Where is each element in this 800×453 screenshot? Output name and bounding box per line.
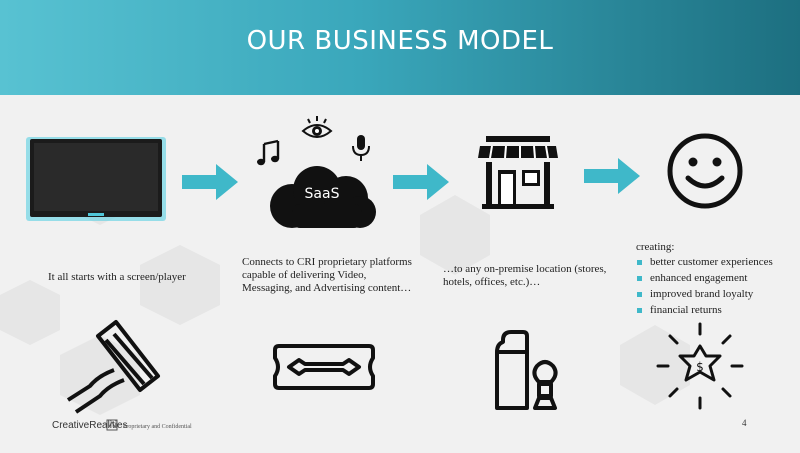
svg-text:$: $ bbox=[696, 360, 704, 374]
tv-screen-icon bbox=[26, 137, 166, 221]
cloud-icon bbox=[270, 166, 376, 228]
step1-caption: It all starts with a screen/player bbox=[48, 271, 186, 283]
shaving-kit-icon bbox=[495, 330, 558, 410]
logo-mark-icon bbox=[106, 419, 118, 431]
list-item: improved brand loyalty bbox=[636, 288, 773, 301]
header-bar bbox=[0, 0, 800, 95]
microphone-icon bbox=[352, 135, 370, 161]
step2-caption: Connects to CRI proprietary platforms ca… bbox=[242, 256, 412, 295]
page-number: 4 bbox=[742, 418, 747, 428]
list-item: financial returns bbox=[636, 304, 773, 317]
company-logo: CreativeRealities bbox=[52, 420, 128, 431]
step4-heading: creating: bbox=[636, 241, 675, 253]
eye-icon bbox=[301, 116, 333, 138]
money-burst-icon: $ bbox=[656, 322, 744, 410]
arrow-right-icon bbox=[182, 164, 238, 200]
benefits-list: better customer experiences enhanced eng… bbox=[636, 256, 773, 317]
arrow-right-icon bbox=[584, 158, 640, 194]
confidential-note: Proprietary and Confidential bbox=[123, 424, 192, 430]
storefront-icon bbox=[478, 136, 558, 209]
step3-line: hotels, offices, etc.)… bbox=[443, 276, 541, 288]
list-item: enhanced engagement bbox=[636, 272, 773, 285]
list-item: better customer experiences bbox=[636, 256, 773, 269]
razor-blade-icon bbox=[273, 344, 375, 390]
step3-line: …to any on-premise location (stores, bbox=[443, 263, 607, 275]
arrow-right-icon bbox=[393, 164, 449, 200]
step2-line: Messaging, and Advertising content… bbox=[242, 282, 412, 294]
smiley-face-icon bbox=[667, 133, 743, 209]
step2-line: Connects to CRI proprietary platforms bbox=[242, 256, 412, 268]
step2-line: capable of delivering Video, bbox=[242, 269, 367, 281]
razor-icon bbox=[66, 320, 160, 414]
saas-label: SaaS bbox=[304, 186, 340, 202]
page-title: OUR BUSINESS MODEL bbox=[246, 26, 554, 56]
music-note-icon bbox=[257, 139, 280, 166]
step4-caption: creating: better customer experiences en… bbox=[636, 241, 773, 320]
step3-caption: …to any on-premise location (stores, hot… bbox=[443, 263, 606, 289]
